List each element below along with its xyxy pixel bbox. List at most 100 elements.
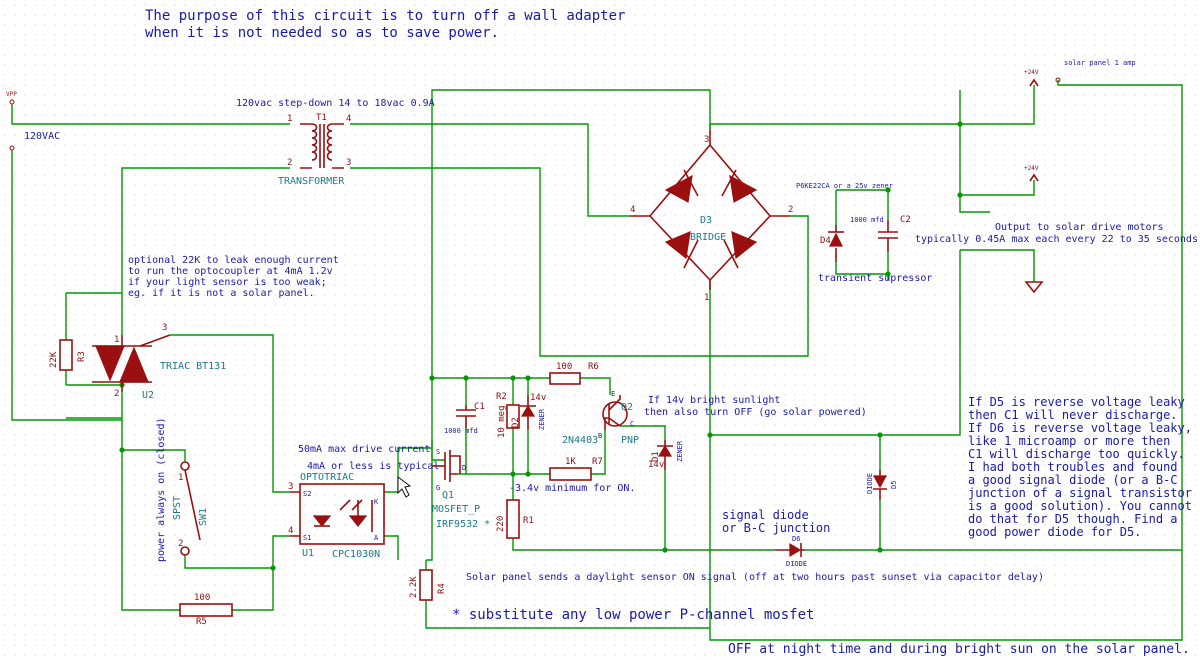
- d4-ref: D4: [820, 236, 831, 246]
- c2-ref: C2: [900, 215, 911, 225]
- q1-pin-g: G: [436, 484, 440, 492]
- d5-value: DIODE: [866, 473, 874, 494]
- signal-note-1: signal diode: [722, 508, 809, 522]
- d3-value: BRIDGE: [690, 232, 726, 243]
- d1-ref: D1: [651, 451, 661, 462]
- d4-value: P6KE22CA or a 25v zener: [796, 182, 893, 190]
- output-note-1: Output to solar drive motors: [995, 222, 1164, 233]
- d2-value: 14v: [530, 393, 546, 403]
- leak-note-11: good power diode for D5.: [968, 525, 1141, 539]
- q1-ref: Q1: [442, 490, 454, 501]
- leak-note-1: If D5 is reverse voltage leaky: [968, 395, 1185, 409]
- leak-note-2: then C1 will never discharge.: [968, 408, 1178, 422]
- capacitor-c1: [456, 405, 476, 428]
- u2-value: TRIAC BT131: [160, 361, 226, 372]
- q2-pin-c: C: [630, 420, 634, 428]
- solar-note: Solar panel sends a daylight sensor ON s…: [466, 572, 1044, 583]
- u1-pin-4: 4: [288, 526, 293, 536]
- d3-pin-4: 4: [630, 205, 635, 215]
- output-note-2: typically 0.45A max each every 22 to 35 …: [915, 234, 1198, 245]
- r3-note-2: to run the optocoupler at 4mA 1.2v: [128, 266, 333, 277]
- d6-ref: D6: [792, 535, 800, 543]
- d3-pin-1: 1: [704, 293, 709, 303]
- u1-pin-3: 3: [288, 482, 293, 492]
- d4-caption: transient supressor: [818, 273, 932, 284]
- mosfet-q1: [432, 450, 461, 482]
- sw1-pin-2: 2: [178, 539, 183, 549]
- diode-d6: [775, 542, 805, 558]
- u1-pin-s2: S2: [303, 490, 311, 498]
- diode-d5: [872, 470, 888, 500]
- tvs-d4: [828, 225, 844, 262]
- r4-ref: R4: [437, 583, 447, 594]
- q2-ref: Q2: [621, 402, 633, 413]
- min-note: -3.4v minimum for ON.: [509, 483, 635, 494]
- substitute-note: * substitute any low power P-channel mos…: [452, 607, 814, 623]
- leak-note-7: a good signal diode (or a B-C: [968, 473, 1178, 487]
- t1-pin-4: 4: [346, 114, 351, 124]
- t1-note: 120vac step-down 14 to 18vac 0.9A: [236, 98, 435, 109]
- u1-pin-a: A: [374, 534, 379, 542]
- optotriac-u1: [290, 483, 385, 545]
- header-line-2: when it is not needed so as to save powe…: [145, 25, 499, 41]
- d5-ref: D5: [890, 481, 898, 489]
- mouse-cursor-icon: [397, 476, 412, 498]
- zener-d2: [520, 395, 536, 430]
- transformer-t1: [300, 123, 344, 169]
- d2-type: ZENER: [538, 408, 546, 430]
- resistor-r5: [179, 603, 233, 617]
- c2-value: 1000 mfd: [850, 216, 884, 224]
- c1-value: 1000 mfd: [444, 427, 478, 435]
- sw1-pin-1: 1: [178, 473, 183, 483]
- zener-d1: [657, 440, 673, 470]
- u1-ref: U1: [302, 548, 314, 559]
- u2-pin-1: 1: [114, 335, 119, 345]
- u1-type: OPTOTRIAC: [300, 472, 354, 483]
- d3-pin-2: 2: [788, 205, 793, 215]
- plus24-label-top: +24V: [1024, 69, 1039, 76]
- q1-pin-d: D: [462, 464, 466, 472]
- resistor-r6: [549, 372, 581, 385]
- r3-note-3: if your light sensor is too weak;: [128, 277, 327, 288]
- c1-ref: C1: [474, 402, 485, 412]
- r7-ref: R7: [592, 457, 603, 467]
- leak-note-3: If D6 is reverse voltage leaky,: [968, 421, 1192, 435]
- r3-value: 22K: [49, 351, 59, 368]
- wires: [11, 80, 1183, 641]
- t1-pin-3: 3: [346, 158, 351, 168]
- d3-pin-3: 3: [704, 135, 709, 145]
- header-line-1: The purpose of this circuit is to turn o…: [145, 8, 625, 24]
- u1-pin-k: K: [374, 498, 379, 506]
- d3-ref: D3: [700, 215, 712, 226]
- footer-note: OFF at night time and during bright sun …: [728, 642, 1190, 657]
- resistor-r4: [419, 569, 433, 601]
- leak-note-5: C1 will discharge too quickly.: [968, 447, 1185, 461]
- r7-value: 1K: [565, 457, 576, 467]
- q2-type: PNP: [621, 435, 639, 446]
- r1-value: 220: [496, 516, 506, 532]
- vpp-label: VPP: [6, 91, 17, 98]
- signal-note-2: or B-C junction: [722, 521, 830, 535]
- power-symbols: [9, 77, 1061, 294]
- resistor-r1: [506, 499, 520, 539]
- leak-note-8: junction of a signal transistor: [968, 486, 1192, 500]
- leak-note-10: do that for D5 though. Find a: [968, 512, 1178, 526]
- leak-note-6: I had both troubles and found: [968, 460, 1178, 474]
- r6-ref: R6: [588, 362, 599, 372]
- d6-value: DIODE: [786, 560, 807, 568]
- d1-type: ZENER: [676, 440, 684, 462]
- q2-pin-e: E: [611, 390, 615, 398]
- q2-value: 2N4403: [562, 435, 598, 446]
- leak-note-9: is a good solution). You cannot: [968, 499, 1192, 513]
- r6-value: 100: [556, 362, 572, 372]
- t1-pin-1: 1: [287, 114, 292, 124]
- r2-value: 10 meg: [497, 405, 507, 438]
- resistor-r2: [506, 404, 520, 429]
- q2-pin-b: B: [598, 432, 602, 440]
- r2-ref: R2: [496, 392, 507, 402]
- junction-dots: [119, 121, 963, 571]
- ac-label: 120VAC: [24, 131, 60, 142]
- q1-pin-s: S: [436, 448, 440, 456]
- q2-note-2: then also turn OFF (go solar powered): [644, 407, 867, 418]
